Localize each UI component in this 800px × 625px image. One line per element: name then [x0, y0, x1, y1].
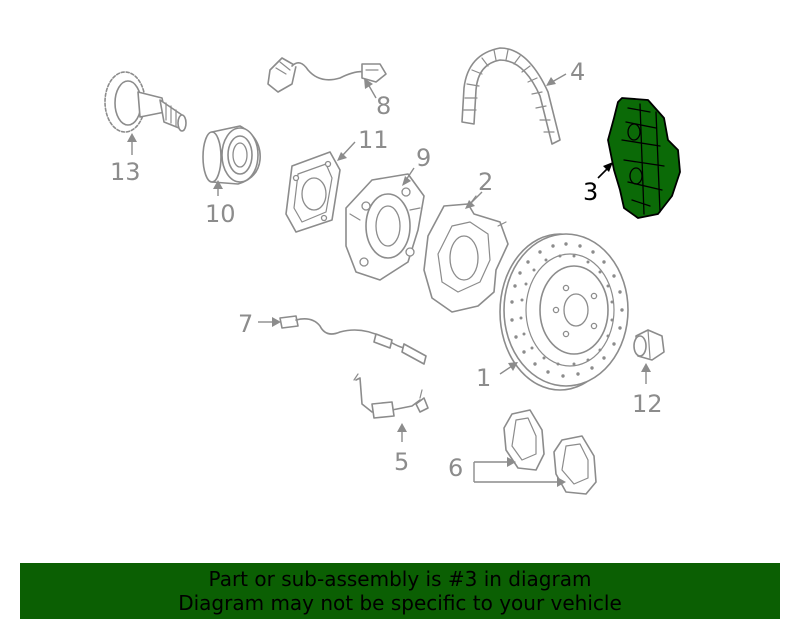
info-banner: Part or sub-assembly is #3 in diagram Di… [20, 563, 780, 619]
leader-2 [469, 191, 483, 205]
callout-10[interactable]: 10 [205, 200, 236, 228]
leader-1 [499, 365, 513, 375]
arrow-1 [508, 362, 518, 371]
part-4-hose[interactable] [461, 47, 561, 145]
callout-6[interactable]: 6 [448, 454, 463, 482]
part-8-abs-sensor[interactable] [267, 57, 387, 93]
callout-12[interactable]: 12 [632, 390, 663, 418]
banner-line-2: Diagram may not be specific to your vehi… [178, 591, 622, 615]
arrow-13 [127, 133, 137, 142]
arrow-10 [213, 180, 223, 189]
callout-9[interactable]: 9 [416, 144, 431, 172]
leader-3 [597, 167, 609, 179]
arrow-6a [507, 457, 516, 467]
arrow-7 [272, 317, 281, 327]
callout-2[interactable]: 2 [478, 168, 493, 196]
leader-4 [551, 73, 567, 83]
part-5-wear-sensor[interactable] [353, 373, 429, 419]
arrow-2 [465, 200, 475, 209]
callout-5[interactable]: 5 [394, 448, 409, 476]
part-13-hub-flange[interactable] [104, 71, 187, 133]
arrow-5 [397, 423, 407, 432]
part-1-brake-rotor[interactable] [499, 233, 629, 391]
leader-11 [341, 141, 356, 157]
banner-line-1: Part or sub-assembly is #3 in diagram [208, 567, 592, 591]
part-9-bracket[interactable] [345, 173, 425, 281]
arrow-3 [603, 162, 613, 172]
callout-11[interactable]: 11 [358, 126, 389, 154]
leader-8 [367, 83, 377, 99]
callout-1[interactable]: 1 [476, 364, 491, 392]
arrow-4 [546, 77, 556, 86]
part-2-splash-shield[interactable] [423, 195, 509, 313]
callout-4[interactable]: 4 [570, 58, 585, 86]
arrow-6b [557, 477, 566, 487]
callout-13[interactable]: 13 [110, 158, 141, 186]
rotor-drill-holes [510, 242, 624, 378]
callout-8[interactable]: 8 [376, 92, 391, 120]
part-7-wear-sensor-harness[interactable] [279, 315, 427, 365]
arrow-8 [364, 78, 373, 89]
arrow-12 [641, 363, 651, 372]
part-10-wheel-bearing[interactable] [202, 125, 261, 185]
part-3-brake-caliper[interactable] [607, 97, 681, 219]
callout-7[interactable]: 7 [238, 310, 253, 338]
part-6-brake-pads[interactable] [503, 409, 597, 495]
part-11-seal-plate[interactable] [285, 151, 341, 233]
callout-3[interactable]: 3 [583, 178, 598, 206]
arrow-9 [402, 176, 411, 186]
parts-diagram: 13 10 8 4 3 [104, 47, 681, 495]
arrow-11 [337, 152, 347, 161]
part-12-lug-nut[interactable] [633, 329, 665, 361]
